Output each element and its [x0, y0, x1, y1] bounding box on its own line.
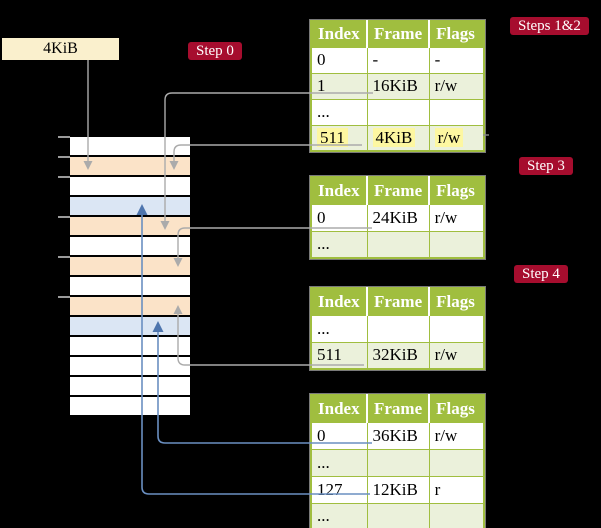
- tick-mark: [58, 296, 70, 298]
- table-row: ...: [310, 230, 485, 259]
- memory-frame-row-peach: [70, 157, 190, 177]
- table-cell: ...: [310, 98, 368, 126]
- column-header: Frame: [365, 288, 430, 315]
- table-cell: 0: [310, 421, 368, 450]
- column-header: Flags: [428, 395, 485, 422]
- steps-1-2-badge: Steps 1&2: [510, 17, 589, 35]
- step4-badge: Step 4: [514, 265, 568, 283]
- table-row: ...: [310, 98, 485, 126]
- table-cell: [428, 448, 485, 477]
- table-cell: [428, 314, 485, 343]
- table-cell: 4KiB: [366, 124, 430, 152]
- memory-frame-row-white: [70, 137, 190, 157]
- page-size-label: 4KiB: [2, 38, 119, 60]
- memory-frame-row-white: [70, 397, 190, 417]
- column-header: Index: [311, 395, 367, 422]
- table-cell: [366, 98, 430, 126]
- table-cell: r: [428, 475, 485, 504]
- table-row: ...: [310, 314, 485, 343]
- memory-frame-row-blue: [70, 317, 190, 337]
- memory-frame-row-white: [70, 377, 190, 397]
- table-cell: [428, 502, 485, 528]
- table-cell: 24KiB: [366, 203, 430, 232]
- table-row: 511 4KiB r/w: [310, 124, 485, 152]
- step0-badge: Step 0: [188, 42, 242, 60]
- table-cell: r/w: [428, 72, 485, 100]
- tick-mark: [58, 216, 70, 218]
- table-cell: 0: [310, 46, 368, 74]
- column-header: Flags: [428, 21, 485, 47]
- table-cell: [428, 98, 485, 126]
- table-row: 0--: [310, 46, 485, 74]
- table-cell: 127: [310, 475, 368, 504]
- table-cell: ...: [310, 230, 368, 259]
- memory-frame-row-white: [70, 357, 190, 377]
- table-cell: [366, 230, 430, 259]
- tick-mark: [58, 256, 70, 258]
- table-cell: r/w: [428, 341, 485, 370]
- table-cell: -: [366, 46, 430, 74]
- tick-mark: [58, 136, 70, 138]
- memory-frame-row-white: [70, 177, 190, 197]
- column-header: Flags: [428, 288, 485, 315]
- table-row: ...: [310, 448, 485, 477]
- table-cell: 511: [310, 124, 368, 152]
- table-cell: ...: [310, 448, 368, 477]
- table-cell: [366, 314, 430, 343]
- table-cell: 32KiB: [366, 341, 430, 370]
- memory-frame-row-white: [70, 277, 190, 297]
- column-header: Index: [311, 21, 367, 47]
- memory-frame-row-white: [70, 237, 190, 257]
- table-cell: 511: [310, 341, 368, 370]
- column-header: Frame: [365, 21, 430, 47]
- highlighted-value: 4KiB: [372, 127, 416, 147]
- memory-frame-row-blue: [70, 197, 190, 217]
- table-cell: r/w: [428, 421, 485, 450]
- table-cell: [428, 230, 485, 259]
- column-header: Index: [311, 177, 367, 204]
- highlighted-value: r/w: [434, 127, 464, 147]
- table-cell: r/w: [428, 203, 485, 232]
- table-cell: 16KiB: [366, 72, 430, 100]
- physical-memory-stack: [70, 137, 190, 417]
- table-cell: -: [428, 46, 485, 74]
- tick-mark: [58, 156, 70, 158]
- table-cell: r/w: [428, 124, 485, 152]
- memory-frame-row-peach: [70, 257, 190, 277]
- table-cell: [366, 502, 430, 528]
- table-cell: ...: [310, 314, 368, 343]
- table-cell: [366, 448, 430, 477]
- column-header: Index: [311, 288, 367, 315]
- table-cell: 36KiB: [366, 421, 430, 450]
- table-cell: 0: [310, 203, 368, 232]
- highlighted-value: 511: [317, 127, 348, 147]
- table-cell: 12KiB: [366, 475, 430, 504]
- column-header: Frame: [365, 177, 430, 204]
- memory-frame-row-peach: [70, 217, 190, 237]
- table-cell: ...: [310, 502, 368, 528]
- column-header: Frame: [365, 395, 430, 422]
- table-row: ...: [310, 502, 485, 528]
- tick-mark: [58, 176, 70, 178]
- memory-frame-row-white: [70, 337, 190, 357]
- column-header: Flags: [428, 177, 485, 204]
- memory-frame-row-peach: [70, 297, 190, 317]
- table-cell: 1: [310, 72, 368, 100]
- step3-badge: Step 3: [519, 157, 573, 175]
